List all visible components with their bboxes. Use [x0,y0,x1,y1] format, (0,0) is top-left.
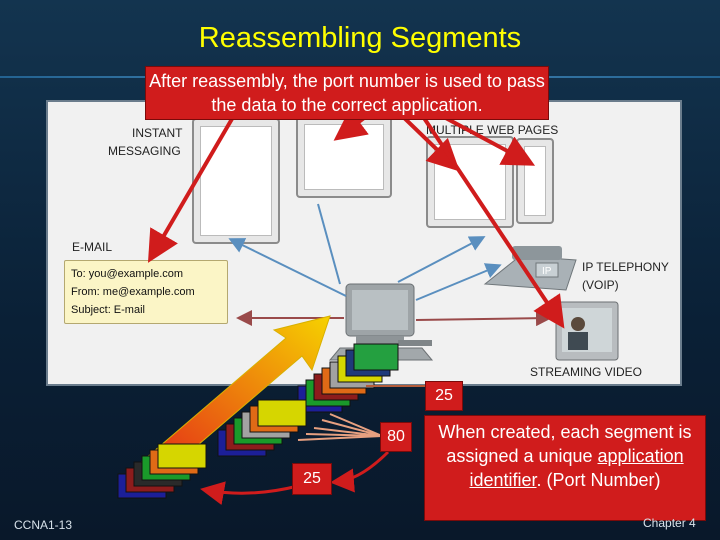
ip-telephony-label-line1: IP TELEPHONY [582,260,669,274]
footer-right: Chapter 4 [643,516,696,530]
segment-callout: When created, each segment is assigned a… [424,415,706,521]
segment-stack-bottom [117,443,207,499]
ip-phone-icon: IP [483,246,577,291]
segment-stack-top [297,343,399,413]
ip-telephony-label-line2: (VOIP) [582,278,619,292]
segment-callout-tail: . (Port Number) [536,470,661,490]
port-label-80: 80 [380,422,412,452]
slide-title: Reassembling Segments [198,22,522,54]
email-to: To: you@example.com [71,268,184,280]
im-label-line2: MESSAGING [108,144,181,158]
port-label-25-bottom: 25 [292,463,332,495]
segment-callout-underlined: application identifier [469,446,684,490]
video-monitor-icon [555,301,619,361]
segment-callout-text: When created, each segment is assigned a… [438,422,692,466]
reassembly-callout: After reassembly, the port number is use… [145,66,549,120]
svg-text:IP: IP [542,266,552,277]
email-example: To: you@example.com From: me@example.com… [64,260,228,324]
streaming-video-label: STREAMING VIDEO [530,365,643,379]
email-label: E-MAIL [72,240,113,254]
footer-left: CCNA1-13 [14,518,73,532]
email-from: From: me@example.com [71,286,195,298]
email-subject: Subject: E-mail [71,304,145,316]
im-label-line1: INSTANT [132,126,183,140]
segment-stack-middle [217,399,307,457]
port-label-25-top: 25 [425,381,463,411]
